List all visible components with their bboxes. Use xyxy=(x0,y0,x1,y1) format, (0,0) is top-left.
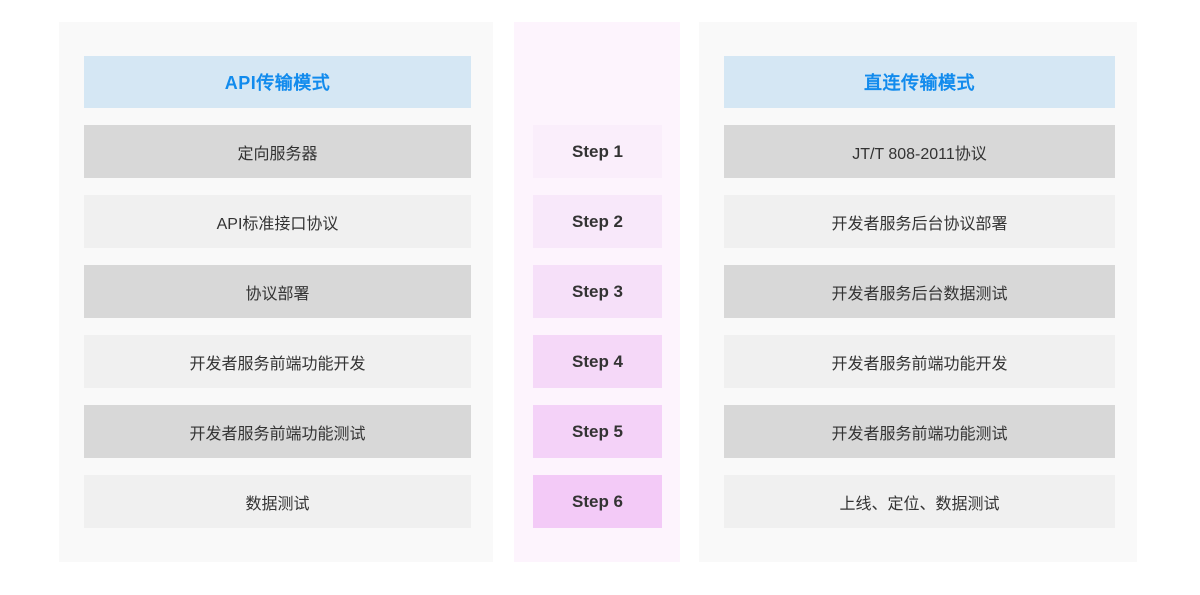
step-box: Step 1 xyxy=(533,125,662,178)
direct-mode-row: 开发者服务后台协议部署 xyxy=(724,195,1115,248)
api-mode-row-label: 数据测试 xyxy=(245,495,310,513)
step-box: Step 2 xyxy=(533,195,662,248)
steps-panel: Step 1 Step 2 Step 3 Step 4 Step 5 Step 6 xyxy=(514,22,680,562)
api-mode-row: 数据测试 xyxy=(84,475,471,528)
api-mode-row: API标准接口协议 xyxy=(84,195,471,248)
api-mode-row-list: 定向服务器 API标准接口协议协议部署开发者服务前端功能开发开发者服务前端功能测试… xyxy=(84,125,471,528)
step-label: Step 5 xyxy=(571,421,624,441)
direct-mode-row-label: 开发者服务后台协议部署 xyxy=(831,215,1008,233)
api-mode-row-label: 定向服务器 xyxy=(237,145,318,163)
direct-mode-row: 开发者服务后台数据测试 xyxy=(724,265,1115,318)
direct-mode-row: 开发者服务前端功能开发 xyxy=(724,335,1115,388)
step-box: Step 3 xyxy=(533,265,662,318)
api-mode-panel: API传输模式 定向服务器 API标准接口协议协议部署开发者服务前端功能开发开发者… xyxy=(59,22,493,562)
step-label: Step 3 xyxy=(571,281,624,301)
api-mode-header: API传输模式 xyxy=(84,56,471,108)
direct-mode-row-list: JT/T 808-2011协议开发者服务后台协议部署开发者服务后台数据测试开发者… xyxy=(724,125,1115,528)
api-mode-row-label: 开发者服务前端功能测试 xyxy=(189,425,366,443)
direct-mode-panel: 直连传输模式 JT/T 808-2011协议开发者服务后台协议部署开发者服务后台… xyxy=(699,22,1137,562)
api-mode-stack: API传输模式 定向服务器 API标准接口协议协议部署开发者服务前端功能开发开发者… xyxy=(84,56,471,528)
direct-mode-row-label: 开发者服务前端功能测试 xyxy=(831,425,1008,443)
step-box: Step 5 xyxy=(533,405,662,458)
step-label: Step 1 xyxy=(571,141,624,161)
step-box: Step 4 xyxy=(533,335,662,388)
api-mode-row-label: API标准接口协议 xyxy=(216,215,339,233)
direct-mode-row-label: 上线、定位、数据测试 xyxy=(839,495,1000,513)
step-label: Step 4 xyxy=(571,351,624,371)
direct-mode-header: 直连传输模式 xyxy=(724,56,1115,108)
step-list: Step 1 Step 2 Step 3 Step 4 Step 5 Step 6 xyxy=(533,125,662,528)
api-mode-row-label: 协议部署 xyxy=(245,285,310,303)
step-label: Step 6 xyxy=(571,491,624,511)
direct-mode-row-label: 开发者服务后台数据测试 xyxy=(831,285,1008,303)
direct-mode-row: JT/T 808-2011协议 xyxy=(724,125,1115,178)
direct-mode-row: 上线、定位、数据测试 xyxy=(724,475,1115,528)
direct-mode-row-label: 开发者服务前端功能开发 xyxy=(831,355,1008,373)
direct-mode-row-label: JT/T 808-2011协议 xyxy=(852,145,987,163)
api-mode-row: 开发者服务前端功能开发 xyxy=(84,335,471,388)
api-mode-row: 开发者服务前端功能测试 xyxy=(84,405,471,458)
step-label: Step 2 xyxy=(571,211,624,231)
direct-mode-row: 开发者服务前端功能测试 xyxy=(724,405,1115,458)
api-mode-row: 协议部署 xyxy=(84,265,471,318)
step-box: Step 6 xyxy=(533,475,662,528)
direct-mode-stack: 直连传输模式 JT/T 808-2011协议开发者服务后台协议部署开发者服务后台… xyxy=(724,56,1115,528)
api-mode-row: 定向服务器 xyxy=(84,125,471,178)
api-mode-row-label: 开发者服务前端功能开发 xyxy=(189,355,366,373)
